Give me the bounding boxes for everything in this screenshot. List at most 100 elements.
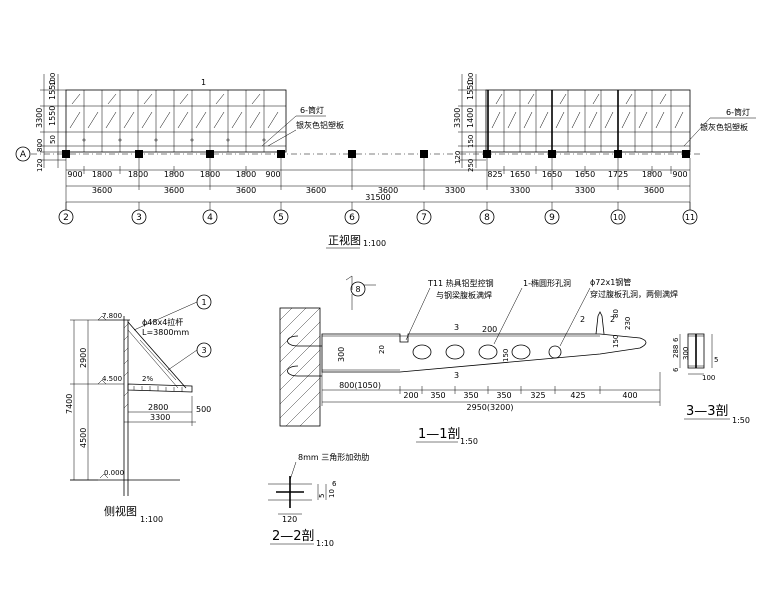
svg-text:6: 6 <box>672 367 680 372</box>
svg-text:288: 288 <box>672 345 680 358</box>
axis-bubbles <box>58 209 698 225</box>
svg-text:900: 900 <box>67 170 82 179</box>
side-view: 1 3 ϕ48x4拉杆 L=3800mm 7.800 4.500 0.000 2… <box>65 294 212 524</box>
label-light-right: 6-筒灯 <box>726 107 750 117</box>
svg-text:7: 7 <box>421 213 427 223</box>
svg-text:5: 5 <box>278 213 284 223</box>
svg-text:120: 120 <box>36 159 44 172</box>
section-1-1-total: 2950(3200) <box>467 403 514 412</box>
svg-text:3600: 3600 <box>378 186 398 195</box>
svg-text:200: 200 <box>403 391 418 400</box>
svg-text:8: 8 <box>484 213 490 223</box>
section-2-2: 8mm 三角形加劲肋 5 10 6 120 2—2剖 1:10 <box>268 452 369 548</box>
svg-text:2900: 2900 <box>79 348 88 368</box>
svg-text:6: 6 <box>332 480 337 488</box>
svg-text:1: 1 <box>201 298 206 307</box>
svg-text:10: 10 <box>328 489 336 498</box>
svg-text:350: 350 <box>430 391 445 400</box>
svg-text:20: 20 <box>378 345 386 354</box>
svg-text:100: 100 <box>467 73 475 86</box>
svg-text:3600: 3600 <box>236 186 256 195</box>
label-panel-right: 银灰色铝塑板 <box>700 122 748 132</box>
svg-text:3: 3 <box>454 323 459 332</box>
svg-text:1-椭圆形孔洞: 1-椭圆形孔洞 <box>523 278 571 288</box>
svg-text:500: 500 <box>196 405 211 414</box>
front-view-title: 正视图 <box>328 233 361 247</box>
svg-text:ϕ72x1钢管: ϕ72x1钢管 <box>590 277 631 287</box>
svg-text:5: 5 <box>714 356 718 364</box>
svg-text:1800: 1800 <box>236 170 256 179</box>
svg-text:1650: 1650 <box>575 170 595 179</box>
svg-text:3600: 3600 <box>306 186 326 195</box>
label-light-left: 6-筒灯 <box>300 105 324 115</box>
svg-text:900: 900 <box>672 170 687 179</box>
svg-text:7.800: 7.800 <box>102 312 122 320</box>
svg-text:900: 900 <box>265 170 280 179</box>
front-view-scale: 1:100 <box>363 239 386 248</box>
front-total-dim: 31500 <box>365 193 390 202</box>
svg-text:3: 3 <box>454 371 459 380</box>
svg-text:8: 8 <box>355 285 360 294</box>
side-view-scale: 1:100 <box>140 515 163 524</box>
svg-text:11: 11 <box>685 213 695 222</box>
section-3-3-scale: 1:50 <box>732 416 750 425</box>
svg-text:200: 200 <box>482 325 497 334</box>
svg-text:350: 350 <box>463 391 478 400</box>
oval-holes <box>412 344 531 360</box>
svg-text:3600: 3600 <box>644 186 664 195</box>
svg-text:3300: 3300 <box>575 186 595 195</box>
svg-text:穿过腹板孔洞，两侧满焊: 穿过腹板孔洞，两侧满焊 <box>590 289 678 299</box>
svg-text:1550: 1550 <box>466 80 475 100</box>
svg-text:3300: 3300 <box>453 108 462 128</box>
label-panel-left: 银灰色铝塑板 <box>296 120 344 130</box>
svg-text:100: 100 <box>702 374 715 382</box>
svg-text:300: 300 <box>682 347 690 360</box>
wall <box>279 307 321 427</box>
svg-text:1800: 1800 <box>200 170 220 179</box>
svg-text:120: 120 <box>282 515 297 524</box>
svg-text:5: 5 <box>318 494 326 498</box>
svg-text:1800: 1800 <box>128 170 148 179</box>
svg-text:4: 4 <box>207 213 213 223</box>
svg-text:6: 6 <box>349 213 355 223</box>
svg-text:150: 150 <box>612 335 620 348</box>
section-2-2-scale: 1:10 <box>316 539 334 548</box>
svg-text:2%: 2% <box>142 375 153 383</box>
svg-text:425: 425 <box>570 391 585 400</box>
svg-text:1650: 1650 <box>542 170 562 179</box>
svg-text:1: 1 <box>201 78 206 87</box>
svg-text:825: 825 <box>487 170 502 179</box>
svg-text:120: 120 <box>454 151 462 164</box>
svg-text:9: 9 <box>549 213 555 223</box>
svg-text:1400: 1400 <box>466 108 475 128</box>
section-3-3: 6 288 300 6 5 100 3—3剖 1:50 <box>672 333 750 425</box>
column-markers <box>62 150 690 158</box>
svg-text:800(1050): 800(1050) <box>339 381 381 390</box>
svg-text:1800: 1800 <box>642 170 662 179</box>
svg-text:150: 150 <box>467 135 475 148</box>
svg-text:2800: 2800 <box>148 403 168 412</box>
svg-text:1650: 1650 <box>510 170 530 179</box>
svg-text:T11 热具铝型控钢: T11 热具铝型控钢 <box>427 278 494 288</box>
svg-text:3300: 3300 <box>510 186 530 195</box>
svg-text:与钢梁腹板满焊: 与钢梁腹板满焊 <box>436 290 492 300</box>
axis-a-label: A <box>20 150 27 160</box>
svg-text:6: 6 <box>672 337 680 342</box>
side-view-title: 侧视图 <box>104 504 137 518</box>
svg-text:ϕ48x4拉杆: ϕ48x4拉杆 <box>142 317 183 327</box>
svg-text:350: 350 <box>496 391 511 400</box>
svg-text:L=3800mm: L=3800mm <box>142 328 189 337</box>
svg-text:400: 400 <box>622 391 637 400</box>
svg-text:4500: 4500 <box>79 428 88 448</box>
svg-text:3600: 3600 <box>164 186 184 195</box>
svg-text:10: 10 <box>613 213 623 222</box>
section-2-2-title: 2—2剖 <box>272 529 315 544</box>
svg-text:3: 3 <box>201 346 206 355</box>
canopy-right-frame <box>485 89 691 153</box>
section-1-1-scale: 1:50 <box>460 437 478 446</box>
svg-text:2: 2 <box>63 213 69 223</box>
svg-text:1800: 1800 <box>164 170 184 179</box>
section-1-1: 3 3 2 2 8 T11 热具铝型控钢 与钢梁腹板满焊 1-椭圆形孔洞 ϕ72… <box>279 275 678 446</box>
svg-text:250: 250 <box>467 159 475 172</box>
canopy-left-frame <box>65 89 287 153</box>
